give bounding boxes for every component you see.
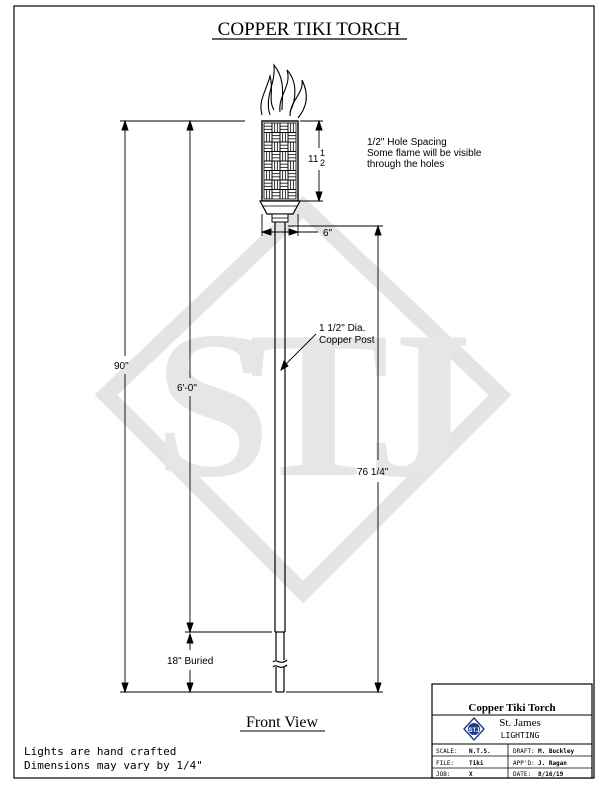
field-file-value: Tiki (469, 760, 484, 767)
field-appd-value: J. Ragan (538, 760, 567, 767)
note-hole-spacing-2: Some flame will be visible (367, 148, 482, 159)
field-job-label: JOB: (436, 771, 450, 778)
footer-notes: Lights are hand crafted Dimensions may v… (24, 745, 203, 772)
title-block-product: Copper Tiki Torch (468, 702, 555, 714)
dim-buried: 18" Buried (167, 656, 213, 667)
watermark: STJ (94, 195, 512, 604)
flame (260, 63, 307, 119)
dim-post-length: 76 1/4" (357, 467, 389, 478)
field-scale-label: SCALE: (436, 748, 458, 755)
title-block: Copper Tiki Torch STJ St. James LIGHTING… (431, 683, 593, 779)
view-label: Front View (246, 714, 319, 731)
sheet-border (13, 5, 595, 779)
field-appd-label: APP'D: (513, 760, 535, 767)
note-post-1: 1 1/2" Dia. (319, 323, 365, 334)
footer-note-1: Lights are hand crafted (24, 745, 176, 758)
field-draft-label: DRAFT: (513, 748, 535, 755)
field-date-value: 8/16/19 (538, 771, 564, 778)
field-file-label: FILE: (436, 760, 454, 767)
watermark-diamond (94, 195, 512, 604)
field-job-value: X (469, 771, 473, 778)
dim-canister-width: 6" (323, 228, 333, 239)
torch-canister (258, 120, 302, 223)
dim-canister-height: 11 (308, 154, 319, 165)
note-hole-spacing-3: through the holes (367, 159, 444, 170)
dim-canister-height-den: 2 (320, 158, 325, 168)
title-block-company: St. James (499, 717, 541, 729)
dim-canister-height-num: 1 (320, 148, 325, 158)
notes: 1/2" Hole Spacing Some flame will be vis… (319, 137, 482, 346)
field-draft-value: M. Buckley (538, 748, 575, 755)
title-block-company-sub: LIGHTING (501, 731, 540, 740)
note-post-2: Copper Post (319, 335, 375, 346)
copper-post (272, 222, 288, 693)
dimension-lines (120, 119, 383, 694)
footer-note-2: Dimensions may vary by 1/4" (24, 759, 203, 772)
watermark-text: STJ (154, 289, 467, 521)
note-hole-spacing-1: 1/2" Hole Spacing (367, 137, 447, 148)
dimension-labels: 90" 6'-0" 18" Buried 11 1 2 6" 76 1/4" (114, 148, 389, 667)
company-logo: STJ (463, 716, 485, 742)
dim-overall: 90" (114, 361, 129, 372)
logo-letters: STJ (468, 728, 479, 734)
field-scale-value: N.T.S. (469, 748, 491, 755)
dim-above-ground: 6'-0" (177, 383, 197, 394)
field-date-label: DATE: (513, 771, 531, 778)
drawing-title: COPPER TIKI TORCH (218, 19, 401, 40)
